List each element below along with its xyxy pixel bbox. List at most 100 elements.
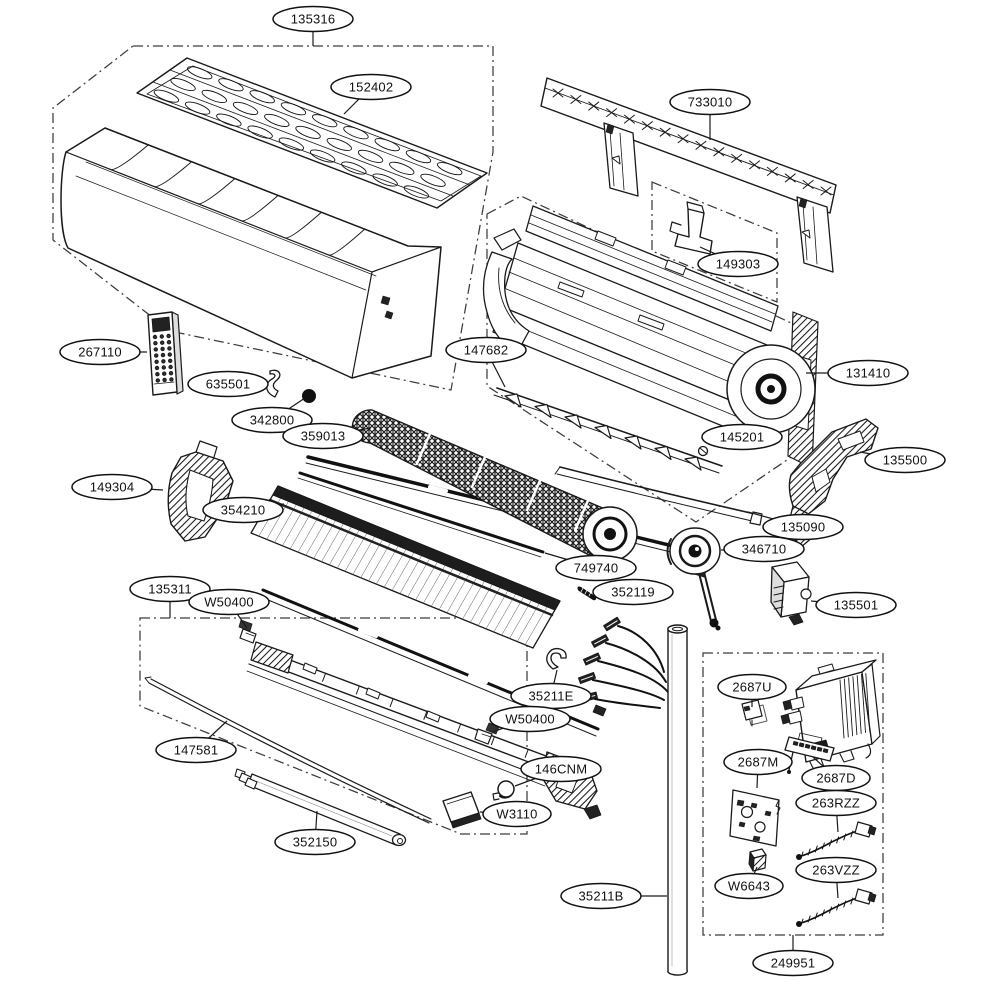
part-number-text: W6643 xyxy=(728,879,770,894)
part-number-text: 147581 xyxy=(174,743,219,758)
part-number-text: W3110 xyxy=(496,807,537,822)
part-number-text: 263RZZ xyxy=(812,796,860,811)
part-label-bubble xyxy=(762,513,844,541)
part-label-135316-0: 135316 xyxy=(272,5,354,33)
part-label-bubble xyxy=(330,73,412,101)
part-label-147682-8: 147682 xyxy=(445,336,527,364)
fan-motor-346710-drawing xyxy=(666,527,721,631)
part-label-W6643-32: W6643 xyxy=(714,872,784,900)
part-label-bubble xyxy=(752,949,834,977)
part-label-bubble xyxy=(59,338,141,366)
part-label-131410-9: 131410 xyxy=(827,359,909,387)
part-label-bubble xyxy=(489,705,571,733)
part-label-359013-7: 359013 xyxy=(282,422,364,450)
part-number-text: W50400 xyxy=(204,595,254,610)
part-label-152402-1: 152402 xyxy=(330,73,412,101)
part-number-text: W50400 xyxy=(505,712,555,727)
part-number-text: 635501 xyxy=(206,377,251,392)
part-number-text: 249951 xyxy=(771,956,816,971)
part-label-146CNM-24: 146CNM xyxy=(520,755,602,783)
top-grille-152402-drawing xyxy=(136,57,488,209)
part-label-263VZZ-33: 263VZZ xyxy=(795,856,877,884)
remote-control-267110-drawing xyxy=(147,311,184,396)
part-number-text: 135311 xyxy=(148,582,192,597)
drain-pipe-35211b-drawing xyxy=(667,624,688,976)
part-number-text: 131410 xyxy=(846,366,891,381)
part-label-352150-26: 352150 xyxy=(274,828,356,856)
part-labels: 135316 152402 733010 149303 267110 635501 3428… xyxy=(59,5,946,977)
part-label-354210-13: 354210 xyxy=(202,496,284,524)
part-label-W3110-25: W3110 xyxy=(482,800,552,828)
part-label-263RZZ-31: 263RZZ xyxy=(795,789,877,817)
part-number-text: 733010 xyxy=(688,95,733,110)
part-label-249951-34: 249951 xyxy=(752,949,834,977)
part-number-text: 342800 xyxy=(250,413,295,428)
part-label-135090-14: 135090 xyxy=(762,513,844,541)
part-label-bubble xyxy=(282,422,364,450)
part-label-bubble xyxy=(555,554,637,582)
part-label-bubble xyxy=(592,578,674,606)
part-label-346710-15: 346710 xyxy=(723,535,805,563)
part-label-bubble xyxy=(717,673,787,701)
part-number-text: 147682 xyxy=(464,343,509,358)
pipe-352150-drawing xyxy=(234,768,407,847)
part-label-733010-2: 733010 xyxy=(669,88,751,116)
small-parts-drawing xyxy=(266,369,597,601)
part-number-text: 2687D xyxy=(816,771,855,786)
part-number-text: 2687M xyxy=(738,755,779,770)
part-label-bubble xyxy=(445,336,527,364)
bracket-149303-drawing xyxy=(669,201,713,255)
motor-mount-135501-drawing xyxy=(770,561,812,626)
cap-146cnm-drawing xyxy=(492,780,515,801)
part-label-2687D-30: 2687D xyxy=(801,764,871,792)
part-number-text: 346710 xyxy=(742,542,787,557)
part-label-bubble xyxy=(188,588,270,616)
part-number-text: 149304 xyxy=(90,480,135,495)
control-box-249951-drawing xyxy=(729,659,881,927)
part-label-352119-17: 352119 xyxy=(592,578,674,606)
part-label-bubble xyxy=(129,575,211,603)
part-label-bubble xyxy=(723,748,793,776)
part-label-2687M-29: 2687M xyxy=(723,748,793,776)
part-label-bubble xyxy=(669,88,751,116)
part-number-text: 152402 xyxy=(349,80,394,95)
part-label-149303-3: 149303 xyxy=(697,250,779,278)
part-label-135500-11: 135500 xyxy=(864,446,946,474)
part-label-bubble xyxy=(231,406,313,434)
part-label-35211B-27: 35211B xyxy=(560,882,642,910)
part-label-635501-5: 635501 xyxy=(187,370,269,398)
part-label-bubble xyxy=(202,496,284,524)
part-label-bubble xyxy=(723,535,805,563)
cabinet-135316-drawing xyxy=(60,127,442,379)
part-number-text: 267110 xyxy=(78,345,122,360)
part-label-W50400-22: W50400 xyxy=(489,705,571,733)
part-label-W50400-20: W50400 xyxy=(188,588,270,616)
clip-35211e-drawing xyxy=(546,647,567,670)
part-label-749740-16: 749740 xyxy=(555,554,637,582)
part-number-text: 354210 xyxy=(221,503,266,518)
part-label-135311-19: 135311 xyxy=(129,575,211,603)
part-number-text: 135090 xyxy=(781,520,826,535)
part-label-bubble xyxy=(701,423,783,451)
wire-harness-drawing xyxy=(577,616,669,717)
part-label-bubble xyxy=(697,250,779,278)
part-label-342800-6: 342800 xyxy=(231,406,313,434)
part-label-135501-18: 135501 xyxy=(815,591,897,619)
part-label-bubble xyxy=(520,755,602,783)
part-number-text: 35211E xyxy=(528,689,573,704)
part-label-bubble xyxy=(795,789,877,817)
line-art xyxy=(60,57,881,976)
part-number-text: 359013 xyxy=(301,429,346,444)
part-label-bubble xyxy=(864,446,946,474)
part-number-text: 35211B xyxy=(578,889,623,904)
part-label-2687U-28: 2687U xyxy=(717,673,787,701)
part-number-text: 146CNM xyxy=(535,762,588,777)
plate-w3110-drawing xyxy=(442,791,482,829)
part-label-35211E-21: 35211E xyxy=(510,682,592,710)
part-number-text: 352150 xyxy=(293,835,338,850)
part-label-bubble xyxy=(827,359,909,387)
blade-147581-drawing xyxy=(144,676,432,824)
part-label-bubble xyxy=(815,591,897,619)
